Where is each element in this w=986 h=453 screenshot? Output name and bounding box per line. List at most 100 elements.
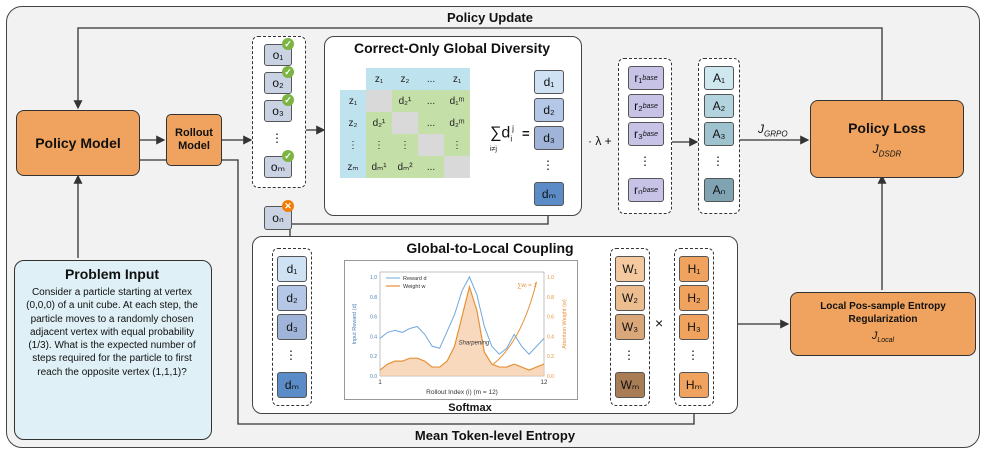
coupling-d-item: d₂ — [277, 285, 307, 311]
matrix-row-header: zₘ — [340, 156, 366, 178]
policy-loss-j-sub: DSDR — [878, 149, 902, 159]
policy-loss-box: Policy Loss JDSDR — [810, 100, 964, 178]
reward-item-sup: base — [642, 74, 658, 82]
chart-xlabel: Rollout Index (i) (m = 12) — [426, 389, 498, 396]
chart-ytick-right: 0.4 — [547, 334, 554, 340]
matrix-cell: d₂¹ — [366, 112, 392, 134]
coupling-d-item: d₁ — [277, 256, 307, 282]
chart-ytick-left: 0.0 — [370, 374, 377, 380]
matrix-col-header: z₂ — [392, 68, 418, 90]
mean-token-entropy-label: Mean Token-level Entropy — [414, 428, 576, 443]
chart-xtick: 1 — [378, 380, 382, 386]
chart-ylabel-left: Input Reward (d) — [352, 303, 358, 344]
policy-loss-sub: JDSDR — [873, 142, 902, 158]
advantage-item: A₁ — [704, 66, 734, 90]
local-reg-j: J — [871, 330, 878, 343]
matrix-cell: ⋮ — [444, 134, 470, 156]
weight-item: Wₘ — [615, 372, 645, 398]
problem-input-box — [14, 260, 212, 440]
rollout-model-label: Rollout Model — [175, 127, 213, 152]
matrix-cell: d₁ᵐ — [444, 90, 470, 112]
diversity-d-item: ⋮ — [542, 158, 554, 172]
diversity-d-item: dₘ — [534, 182, 564, 206]
reward-item: ⋮ — [639, 154, 651, 168]
chart-ytick-left: 1.0 — [370, 275, 377, 281]
check-icon: ✓ — [282, 94, 294, 106]
j-grpo-j: J — [758, 122, 764, 136]
check-icon: ✓ — [282, 150, 294, 162]
reward-item-sup: base — [642, 102, 658, 110]
chart-ytick-left: 0.6 — [370, 315, 377, 321]
advantage-item: A₃ — [704, 122, 734, 146]
reward-line — [379, 275, 545, 355]
advantage-item: A₂ — [704, 94, 734, 118]
policy-model-label: Policy Model — [35, 135, 121, 151]
matrix-row-header: ⋮ — [340, 134, 366, 156]
weight-line — [379, 284, 545, 371]
sum-operator: ∑dij — [490, 124, 514, 144]
weight-item: W₂ — [615, 285, 645, 311]
problem-text: Consider a particle starting at vertex (… — [26, 287, 198, 378]
matrix-col-header: z₁ — [366, 68, 392, 90]
chart-constraint: ∑wᵢ = 1 — [517, 283, 537, 289]
chart-annotation: Sharpening — [459, 340, 490, 346]
coupling-d-item: dₘ — [277, 372, 307, 398]
reward-item-sup: base — [642, 130, 659, 138]
local-reg-box: Local Pos-sample Entropy Regularization … — [790, 292, 976, 356]
weight-item: ⋮ — [623, 348, 635, 362]
matrix-cell: ... — [418, 90, 444, 112]
chart-ytick-left: 0.2 — [370, 354, 377, 360]
lambda-term: · λ + — [588, 134, 612, 148]
weight-item: W₁ — [615, 256, 645, 282]
legend-weight-label: Weight w — [403, 284, 426, 290]
policy-loss-label: Policy Loss — [848, 119, 926, 136]
local-reg-j-sub: Local — [877, 337, 895, 345]
coupling-d-item: ⋮ — [285, 348, 297, 362]
entropy-item: H₃ — [679, 314, 709, 340]
weight-area — [380, 286, 544, 376]
j-grpo-sub: GRPO — [764, 129, 788, 139]
times-operator: × — [655, 315, 664, 331]
chart-ytick-right: 0.0 — [547, 374, 554, 380]
problem-title: Problem Input — [64, 266, 160, 282]
sum-equals: = — [522, 126, 530, 141]
matrix-diag-cell — [392, 112, 418, 134]
matrix-row-header: z₂ — [340, 112, 366, 134]
global-diversity-title: Correct-Only Global Diversity — [353, 40, 551, 56]
rollout-model-box: Rollout Model — [166, 114, 222, 166]
rollout-failed-label: oₙ — [272, 211, 284, 225]
matrix-diag-cell — [418, 134, 444, 156]
matrix-cell: d₂ᵐ — [444, 112, 470, 134]
constraint-curve — [492, 281, 538, 365]
coupling-title: Global-to-Local Coupling — [406, 240, 574, 256]
check-icon: ✓ — [282, 38, 294, 50]
policy-loss-j: J — [872, 141, 879, 156]
chart-ytick-right: 0.8 — [547, 295, 554, 301]
matrix-cell: d₂¹ — [392, 90, 418, 112]
matrix-cell: dₘ² — [392, 156, 418, 178]
advantage-item: Aₙ — [704, 178, 734, 202]
entropy-item: Hₘ — [679, 372, 709, 398]
chart-xtick: 12 — [541, 380, 548, 386]
j-grpo-label: JGRPO — [758, 122, 788, 138]
fail-icon: ✕ — [282, 200, 294, 212]
sum-index: i≠j — [490, 146, 497, 153]
matrix-cell: ⋮ — [366, 134, 392, 156]
chart-ytick-left: 0.8 — [370, 295, 377, 301]
matrix-corner — [340, 68, 366, 90]
advantage-item: ⋮ — [712, 154, 724, 168]
legend-reward-label: Reward d — [403, 276, 427, 282]
chart-ytick-left: 0.4 — [370, 334, 377, 340]
matrix-cell: dₘ¹ — [366, 156, 392, 178]
entropy-item: H₂ — [679, 285, 709, 311]
check-icon: ✓ — [282, 66, 294, 78]
matrix-row-header: z₁ — [340, 90, 366, 112]
policy-update-label: Policy Update — [447, 10, 533, 25]
softmax-label: Softmax — [448, 402, 492, 414]
matrix-diag-cell — [444, 156, 470, 178]
chart-ytick-right: 0.6 — [547, 315, 554, 321]
weight-item: W₃ — [615, 314, 645, 340]
matrix-col-header: z₁ — [444, 68, 470, 90]
